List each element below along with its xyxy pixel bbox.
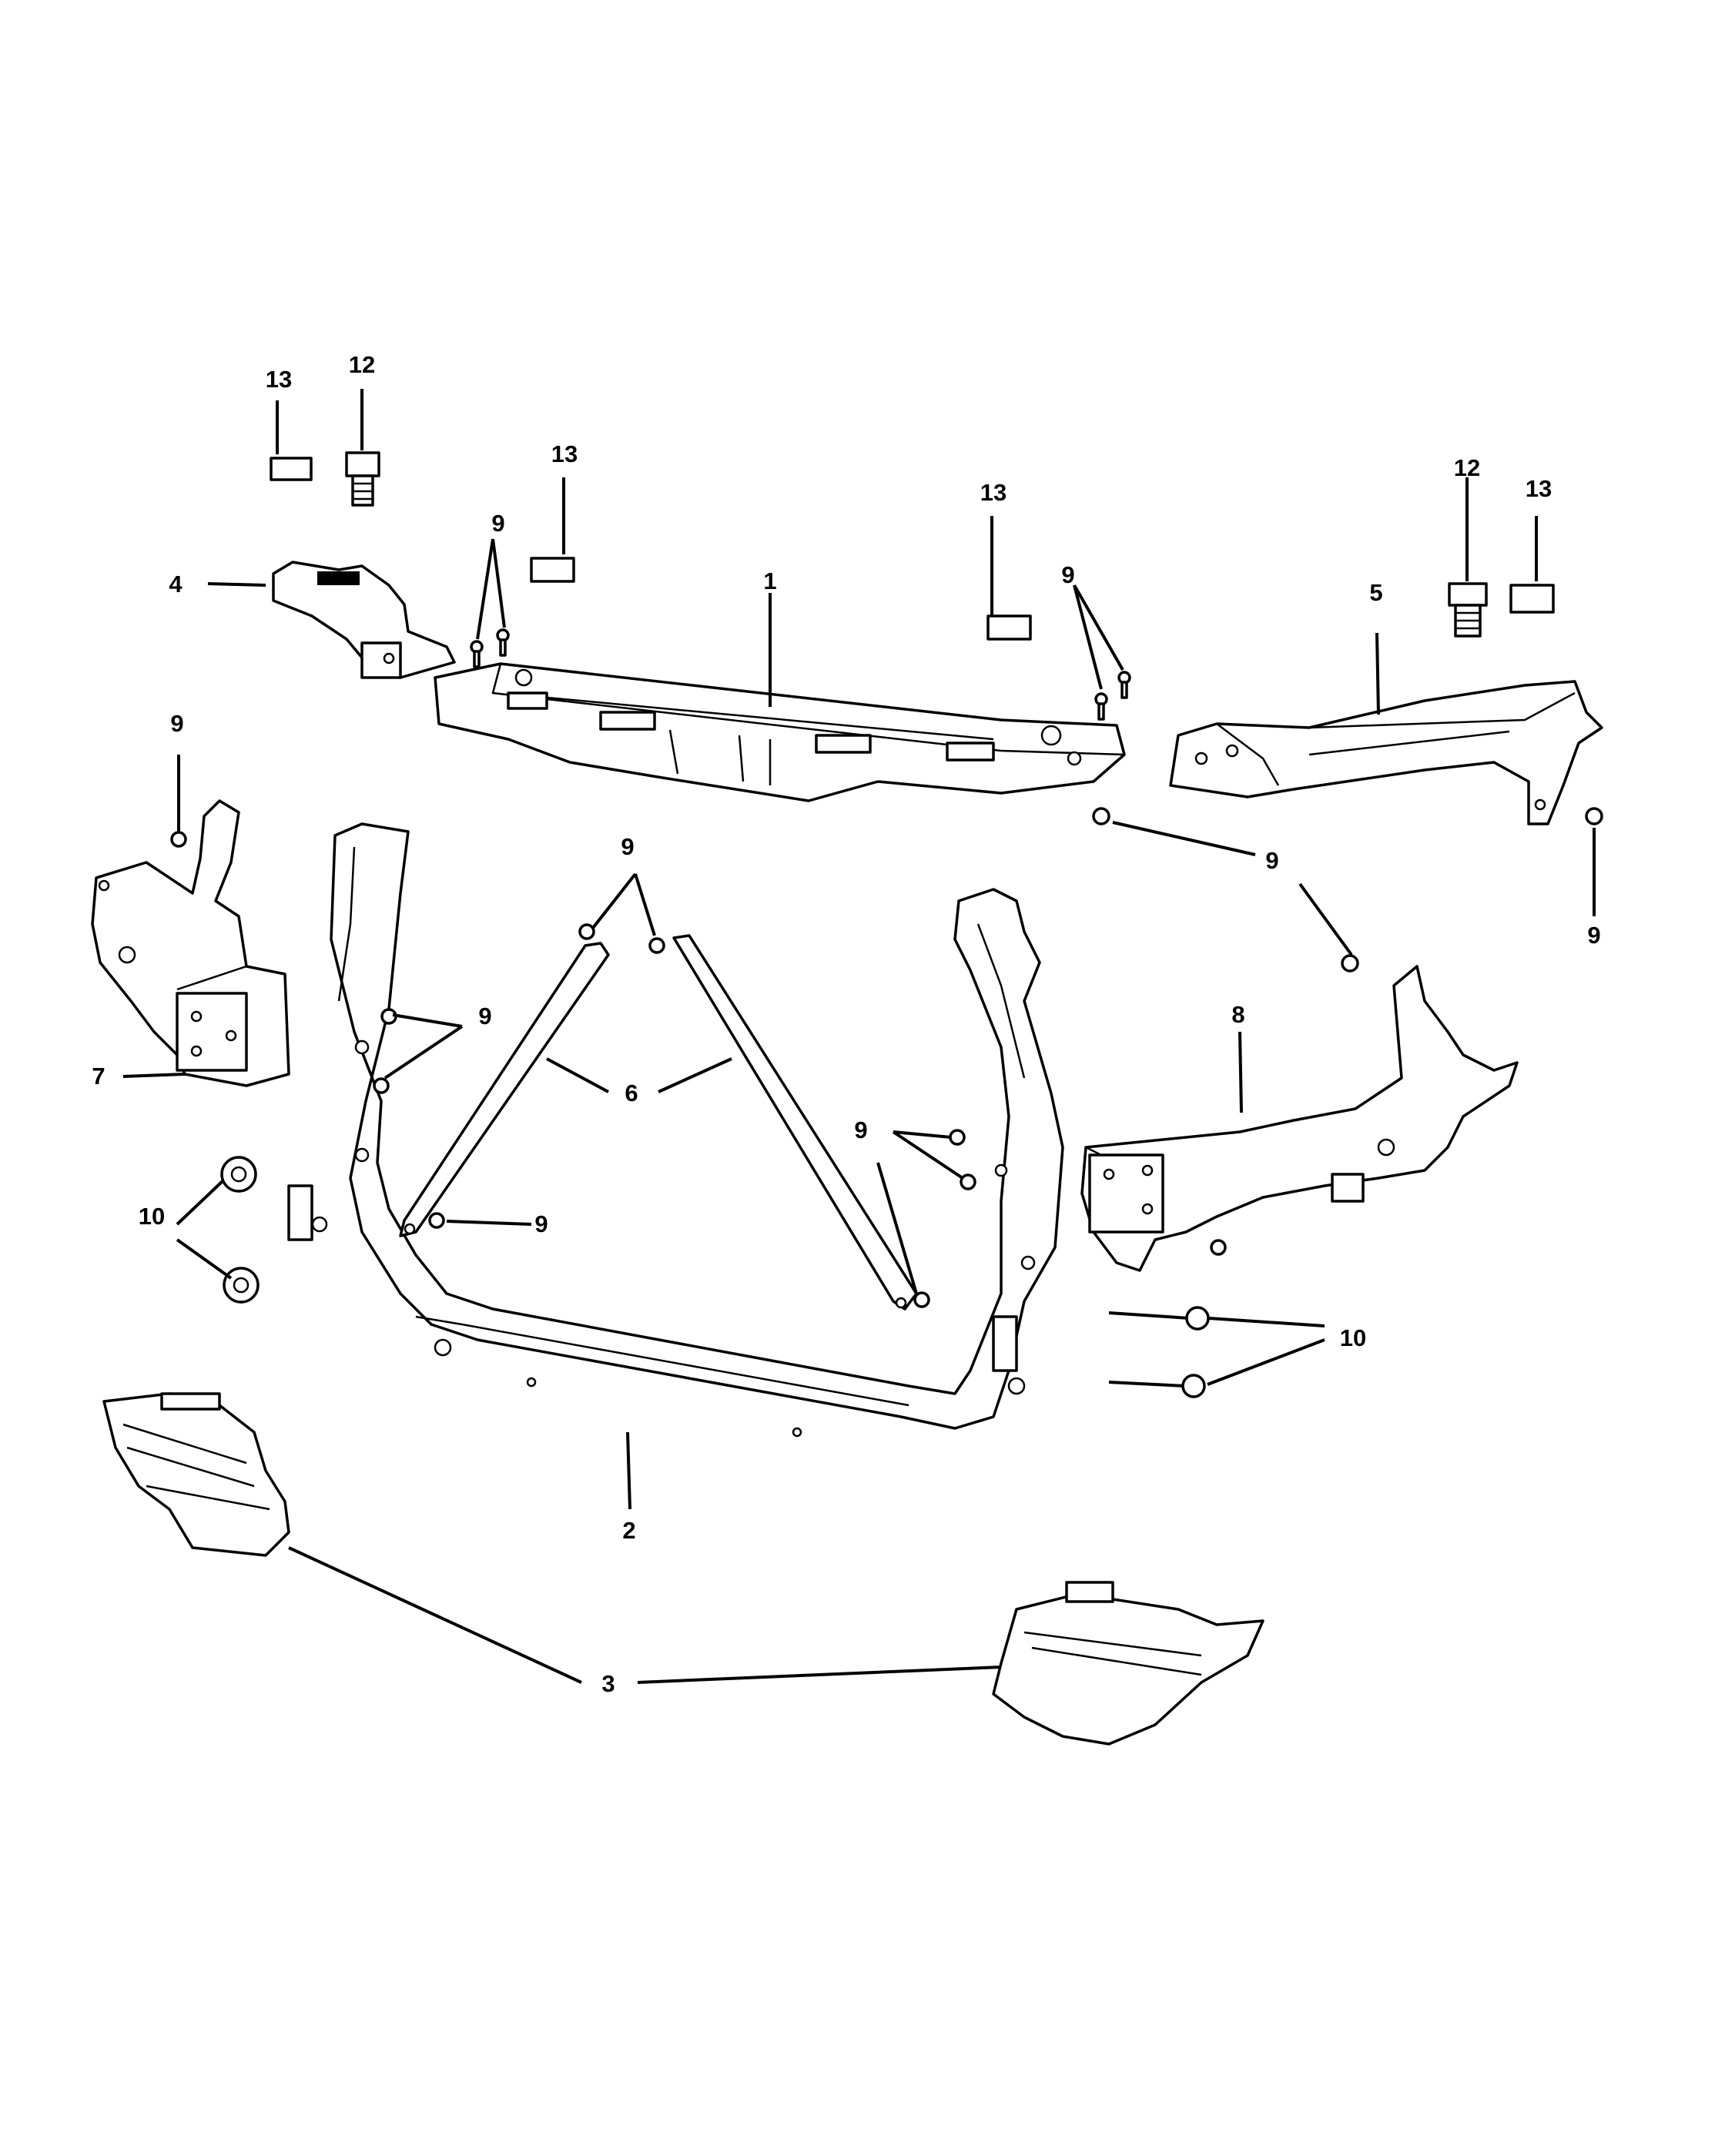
callout-12a: 12 — [349, 351, 375, 378]
callout-9h: 9 — [854, 1116, 867, 1143]
part-right-lower-bracket — [1080, 965, 1519, 1272]
callout-9a: 9 — [491, 510, 504, 537]
leader-lines — [122, 389, 1596, 1684]
callout-12b: 12 — [1454, 454, 1480, 481]
callout-3: 3 — [601, 1670, 615, 1697]
callout-9b: 9 — [1061, 561, 1074, 588]
part-radiator-support-frame — [287, 822, 1064, 1438]
part-left-lower-bracket — [91, 799, 290, 1087]
callout-13d: 13 — [1526, 475, 1552, 502]
callout-9c: 9 — [170, 710, 183, 737]
callout-9i: 9 — [534, 1210, 548, 1237]
clip-13a — [270, 457, 313, 481]
stud-10a — [1108, 1306, 1210, 1331]
clip-13c — [986, 614, 1032, 641]
stud-10b — [1108, 1374, 1206, 1398]
part-right-upper-bracket — [1169, 680, 1603, 825]
callout-13c: 13 — [980, 479, 1007, 506]
part-left-upper-bracket — [272, 561, 456, 679]
callout-6: 6 — [625, 1080, 638, 1106]
callout-8: 8 — [1231, 1001, 1244, 1028]
part-support-rods — [399, 934, 918, 1311]
callout-1: 1 — [763, 567, 776, 594]
callout-9e: 9 — [1265, 847, 1278, 874]
part-air-deflector-right — [992, 1581, 1264, 1746]
callout-7: 7 — [92, 1063, 105, 1090]
part-upper-crossmember — [434, 662, 1126, 802]
callout-13b: 13 — [551, 440, 578, 467]
callout-2: 2 — [622, 1517, 635, 1544]
part-air-deflector-left — [102, 1392, 290, 1557]
callout-10a: 10 — [139, 1203, 165, 1230]
clip-13b — [530, 557, 575, 583]
clip-13d — [1509, 584, 1555, 614]
callouts: 13 12 13 13 12 13 9 4 1 9 5 9 9 9 9 8 9 … — [92, 351, 1600, 1697]
callout-9f: 9 — [1587, 922, 1600, 949]
fasteners — [170, 451, 1603, 1398]
screw-12a — [345, 451, 380, 507]
callout-5: 5 — [1369, 579, 1382, 606]
screw-12b — [1448, 582, 1488, 638]
callout-9g: 9 — [478, 1003, 491, 1029]
callout-10b: 10 — [1340, 1324, 1366, 1351]
callout-9d: 9 — [621, 833, 634, 860]
callout-13a: 13 — [266, 366, 292, 393]
callout-4: 4 — [169, 571, 183, 598]
